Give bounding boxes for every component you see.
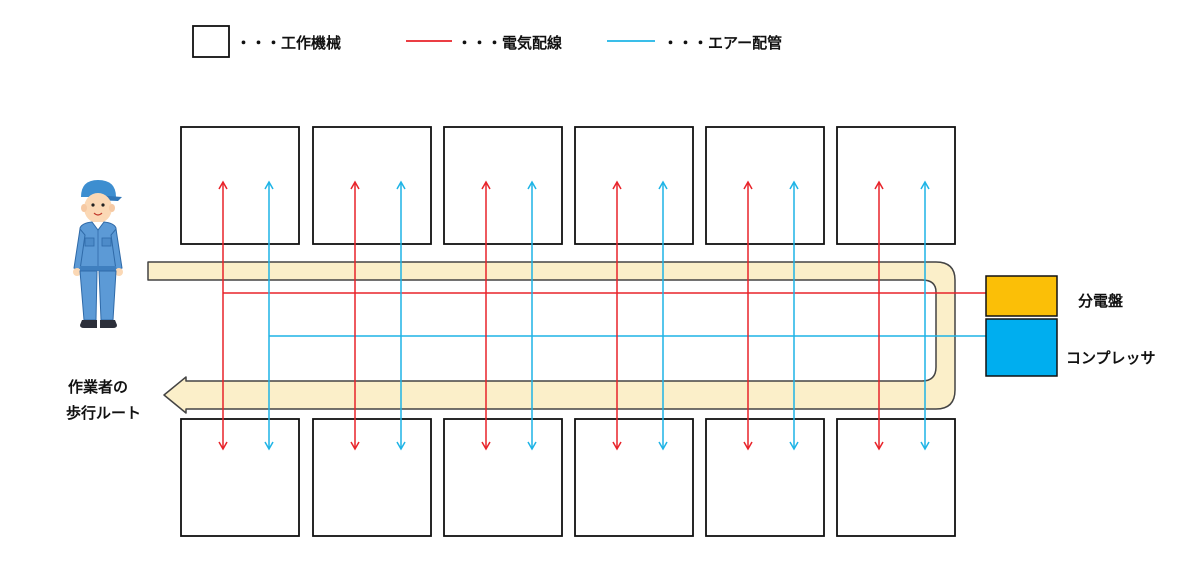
legend-machine-swatch [192, 25, 230, 58]
walking-route-band [147, 261, 956, 414]
panel-label: 分電盤 [1078, 292, 1124, 310]
machine-top-3 [443, 126, 563, 245]
machine-bottom-2 [312, 418, 432, 537]
machine-bottom-3 [443, 418, 563, 537]
legend-wiring-label: ・・・電気配線 [457, 34, 562, 52]
machine-row-top [180, 126, 956, 245]
machine-top-2 [312, 126, 432, 245]
compressor-label: コンプレッサ [1066, 349, 1156, 367]
machine-top-4 [574, 126, 694, 245]
route-label-line2: 歩行ルート [66, 404, 141, 422]
legend: ・・・工作機械 ・・・電気配線 ・・・エアー配管 [192, 25, 782, 58]
machine-top-1 [180, 126, 300, 245]
drop-lines [218, 180, 930, 451]
machine-bottom-5 [705, 418, 825, 537]
legend-air-label: ・・・エアー配管 [663, 34, 782, 52]
machine-row-bottom [180, 418, 956, 537]
machine-bottom-1 [180, 418, 300, 537]
route-label-line1: 作業者の [68, 378, 128, 396]
legend-machine-label: ・・・工作機械 [236, 34, 341, 52]
compressor-box [985, 318, 1058, 377]
machine-top-5 [705, 126, 825, 245]
worker-icon [73, 180, 123, 328]
machine-top-6 [836, 126, 956, 245]
distribution-panel-box [985, 275, 1058, 317]
machine-bottom-4 [574, 418, 694, 537]
machine-bottom-6 [836, 418, 956, 537]
